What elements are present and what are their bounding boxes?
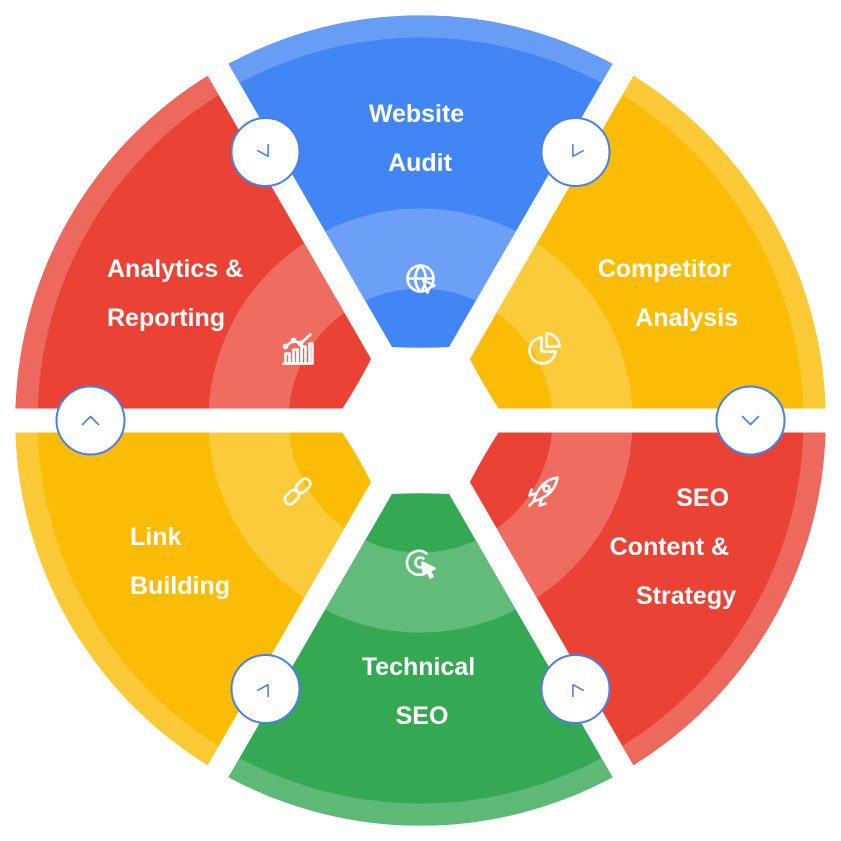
- connector-audit-to-competitor: [540, 117, 611, 187]
- segment-analytics-reporting-label-line-2: Reporting: [107, 304, 225, 332]
- segment-website-audit-label-line-2: Audit: [388, 149, 453, 177]
- svg-text:SEO Content & Stra: SEO Content & Strategy: [610, 484, 736, 610]
- chevron-up-icon: [81, 415, 100, 426]
- segment-seo-content-strategy-label-line-3: Strategy: [636, 582, 736, 610]
- chevron-down-icon: [741, 415, 760, 426]
- segment-analytics-reporting: Analytics & Reporting: [15, 75, 372, 409]
- chevron-icon: [572, 143, 584, 158]
- svg-text:Link Building: Link Building: [130, 523, 230, 600]
- chevron-icon: [257, 683, 269, 698]
- pie-chart-icon: [528, 332, 561, 365]
- segment-analytics-reporting-label-line-1: Analytics &: [107, 255, 243, 283]
- globe-cursor-icon: [406, 264, 436, 294]
- svg-text:Competitor Analysis: Competitor Analysis: [598, 255, 738, 332]
- connector-content-to-technical: [540, 654, 611, 724]
- segment-seo-content-strategy-label-line-2: Content &: [610, 533, 729, 561]
- segment-competitor-analysis-rim: [611, 75, 826, 409]
- rocket-icon: [528, 476, 559, 507]
- connector-competitor-to-content: [715, 385, 786, 456]
- segment-competitor-analysis-label-line-1: Competitor: [598, 255, 732, 283]
- segment-technical-seo: Technical SEO: [228, 493, 613, 826]
- segment-technical-seo-shape: [228, 493, 613, 826]
- link-icon: [283, 477, 312, 506]
- segment-website-audit-shape: [228, 15, 613, 348]
- segment-link-building-label-line-1: Link: [130, 523, 181, 551]
- svg-text:Analytics & Reporting: Analytics & Reporting: [107, 255, 250, 332]
- segment-website-audit-label-line-1: Website: [369, 100, 464, 128]
- segment-link-building-label-line-2: Building: [130, 572, 230, 600]
- segment-technical-seo-label-line-2: SEO: [396, 702, 449, 730]
- segment-seo-content-strategy: SEO Content & Strategy: [469, 432, 826, 766]
- chevron-icon: [572, 683, 584, 698]
- segment-competitor-analysis-label-line-2: Analysis: [635, 304, 738, 332]
- svg-text:Website Audit: Website Audit: [369, 100, 471, 177]
- segment-website-audit: Website Audit: [228, 15, 613, 348]
- segment-competitor-analysis: Competitor Analysis: [469, 75, 826, 409]
- bar-chart-trend-icon: [282, 333, 314, 365]
- segment-technical-seo-label-line-1: Technical: [362, 653, 475, 681]
- segment-website-audit-rim: [228, 15, 613, 89]
- segment-analytics-reporting-rim: [15, 75, 230, 409]
- chevron-icon: [257, 143, 269, 158]
- connector-technical-to-link-building: [230, 654, 301, 724]
- segment-technical-seo-rim: [228, 752, 613, 826]
- target-cursor-icon: [405, 549, 436, 579]
- segment-technical-seo-inner-arc: [228, 493, 613, 633]
- segment-link-building-rim: [15, 432, 230, 766]
- segment-seo-content-strategy-rim: [611, 432, 826, 766]
- segment-seo-content-strategy-label-line-1: SEO: [676, 484, 729, 512]
- svg-text:Technical SEO: Technical SEO: [362, 653, 482, 730]
- connector-link-building-to-analytics: [55, 385, 126, 456]
- segment-website-audit-inner-arc: [228, 208, 613, 348]
- segment-link-building: Link Building: [15, 432, 372, 766]
- connector-analytics-to-audit: [230, 117, 301, 187]
